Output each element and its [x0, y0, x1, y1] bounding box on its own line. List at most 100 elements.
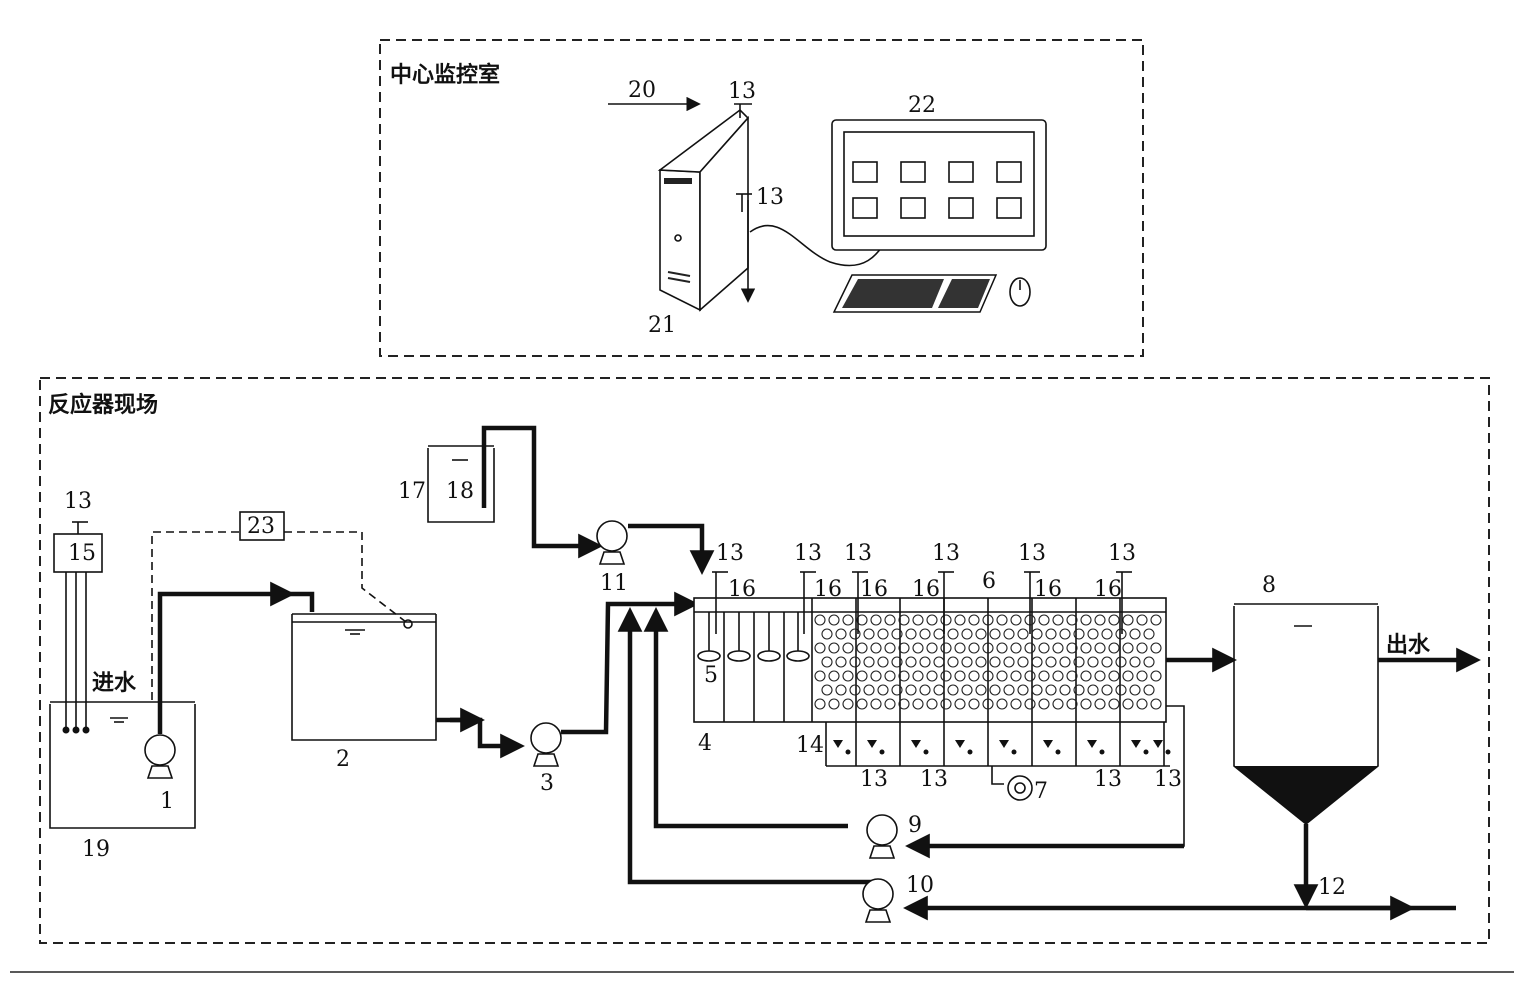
- svg-text:13: 13: [1154, 767, 1182, 792]
- carrier-bead: [975, 628, 987, 640]
- svg-text:13: 13: [860, 767, 888, 792]
- monitor-22: 22: [831, 93, 1047, 251]
- internal-recycle-line: [920, 705, 1185, 847]
- carrier-bead: [940, 670, 952, 682]
- carrier-bead: [912, 614, 924, 626]
- carrier-bead: [814, 670, 826, 682]
- carrier-bead: [989, 656, 1001, 668]
- carrier-bead: [1129, 628, 1141, 640]
- svg-text:2: 2: [336, 747, 350, 772]
- carrier-bead: [1045, 628, 1057, 640]
- carrier-bead: [954, 698, 966, 710]
- carrier-bead: [870, 698, 882, 710]
- carrier-bead: [1017, 656, 1029, 668]
- carrier-bead: [828, 670, 840, 682]
- carrier-bead: [1094, 614, 1106, 626]
- carrier-bead: [898, 642, 910, 654]
- carrier-bead: [1108, 642, 1120, 654]
- label-12: 12: [1318, 875, 1346, 900]
- carrier-bead: [1087, 628, 1099, 640]
- carrier-bead: [982, 670, 994, 682]
- carrier-bead: [954, 614, 966, 626]
- svg-text:13: 13: [1108, 541, 1136, 566]
- carrier-bead: [1150, 642, 1162, 654]
- carrier-bead: [863, 684, 875, 696]
- carrier-bead: [919, 684, 931, 696]
- carrier-bead: [982, 614, 994, 626]
- carrier-bead: [842, 698, 854, 710]
- carrier-bead: [1073, 656, 1085, 668]
- svg-text:10: 10: [906, 873, 934, 898]
- sensor-dot-icon: [1055, 749, 1061, 755]
- carrier-bead: [828, 642, 840, 654]
- pipe-pump3-to-reactor: [561, 591, 699, 735]
- carrier-bead: [835, 684, 847, 696]
- pump-10: 10: [862, 873, 934, 923]
- sensor-dot-icon: [1011, 749, 1017, 755]
- carrier-bead: [884, 642, 896, 654]
- carrier-bead: [1038, 614, 1050, 626]
- carrier-bead: [856, 670, 868, 682]
- pipe-pump1-to-tank2: [157, 581, 295, 734]
- carrier-bead: [982, 642, 994, 654]
- carrier-bead: [947, 684, 959, 696]
- carrier-bead: [975, 684, 987, 696]
- carrier-bead: [870, 614, 882, 626]
- carrier-bead: [821, 656, 833, 668]
- carrier-bead: [1031, 628, 1043, 640]
- carrier-bead: [905, 684, 917, 696]
- reactor-site-title: 反应器现场: [48, 392, 158, 418]
- carrier-bead: [856, 642, 868, 654]
- carrier-bead: [1073, 628, 1085, 640]
- carrier-bead: [1122, 642, 1134, 654]
- valve-icon: [955, 740, 965, 748]
- svg-text:9: 9: [908, 813, 922, 838]
- carrier-bead: [1150, 670, 1162, 682]
- carrier-bead: [961, 656, 973, 668]
- carrier-bead: [940, 698, 952, 710]
- carrier-bead: [1003, 684, 1015, 696]
- sensor-dot-icon: [845, 749, 851, 755]
- carrier-bead: [989, 628, 1001, 640]
- sensor-dot-icon: [1143, 749, 1149, 755]
- carrier-bead: [1080, 642, 1092, 654]
- carrier-bead: [884, 670, 896, 682]
- carrier-bead: [1038, 698, 1050, 710]
- carrier-bead: [975, 656, 987, 668]
- svg-text:13: 13: [728, 79, 756, 104]
- svg-text:13: 13: [1018, 541, 1046, 566]
- carrier-bead: [1143, 656, 1155, 668]
- carrier-bead: [1017, 684, 1029, 696]
- svg-text:16: 16: [728, 577, 756, 602]
- svg-text:21: 21: [648, 313, 676, 338]
- carrier-bead: [996, 614, 1008, 626]
- svg-text:8: 8: [1262, 573, 1276, 598]
- carrier-bead: [898, 614, 910, 626]
- carrier-bead: [1108, 614, 1120, 626]
- carrier-bead: [1136, 670, 1148, 682]
- svg-text:13: 13: [932, 541, 960, 566]
- valve-icon: [911, 740, 921, 748]
- carrier-bead: [996, 698, 1008, 710]
- carrier-bead: [814, 614, 826, 626]
- sensor-probe-15: 15 13: [53, 489, 103, 734]
- valve-icon: [867, 740, 877, 748]
- carrier-bead: [856, 698, 868, 710]
- aeration-system: 14 7 13 13 13 13: [796, 722, 1182, 804]
- regulating-tank-2: 2: [291, 613, 437, 772]
- sensor-dot-icon: [879, 749, 885, 755]
- carrier-bead: [1045, 684, 1057, 696]
- carrier-bead: [1003, 628, 1015, 640]
- svg-text:14: 14: [796, 733, 824, 758]
- carrier-bead: [814, 642, 826, 654]
- carrier-bead: [1094, 698, 1106, 710]
- svg-text:3: 3: [540, 771, 554, 796]
- return-line-9: [643, 607, 848, 829]
- monitor-room-title: 中心监控室: [390, 62, 500, 88]
- carrier-bead: [1143, 628, 1155, 640]
- valve-icon: [1131, 740, 1141, 748]
- carrier-bead: [968, 642, 980, 654]
- sensor-13-server-mid: 13: [736, 185, 784, 303]
- svg-text:16: 16: [1094, 577, 1122, 602]
- carrier-bead: [982, 698, 994, 710]
